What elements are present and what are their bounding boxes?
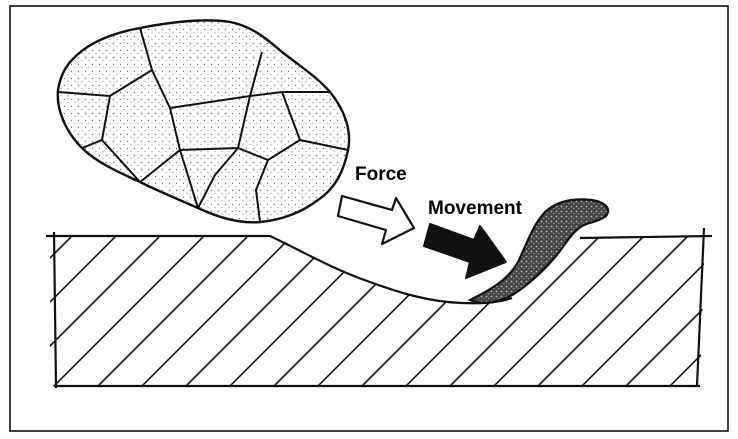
force-label: Force xyxy=(355,164,407,185)
movement-label: Movement xyxy=(428,198,523,219)
